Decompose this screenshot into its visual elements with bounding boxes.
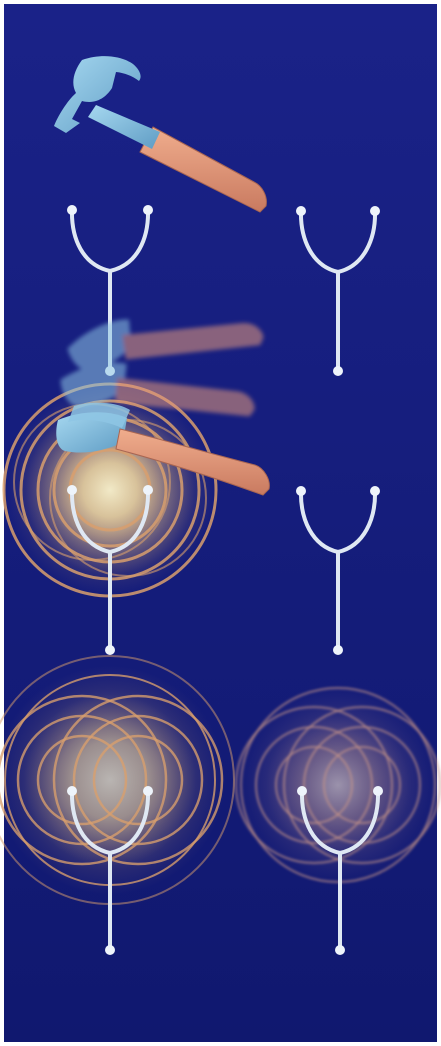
sound-wave-icon-left (0, 656, 234, 904)
